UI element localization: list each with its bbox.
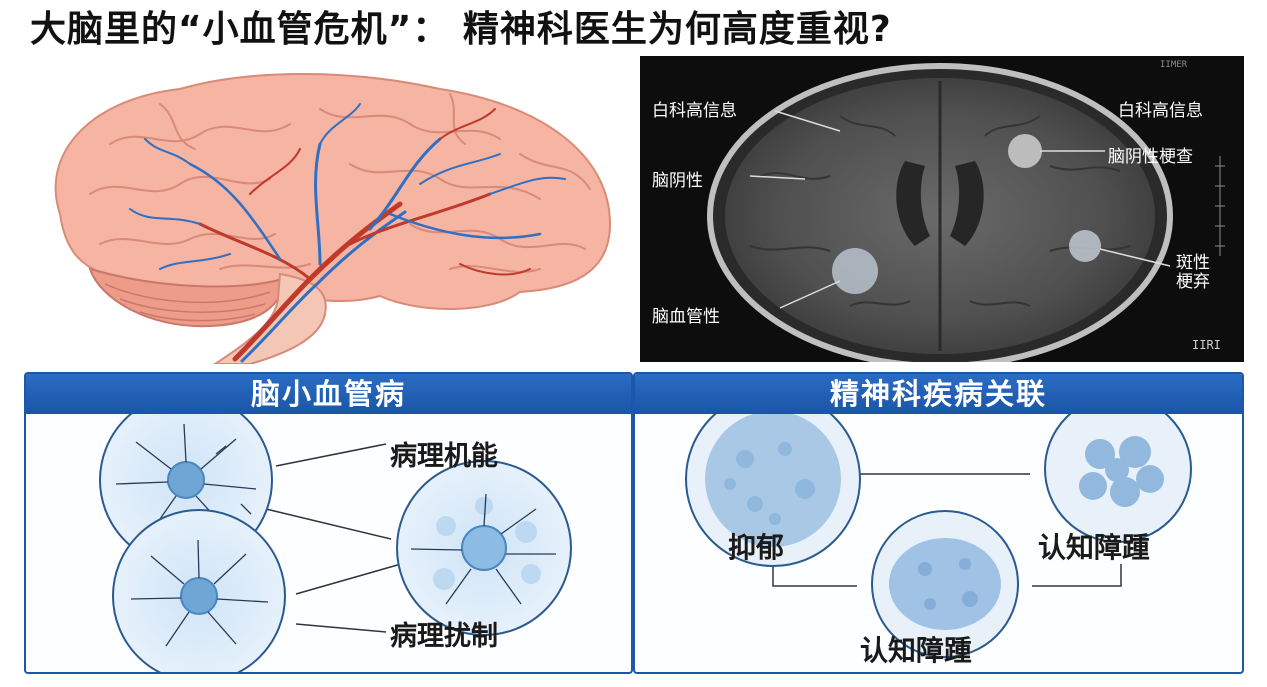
mri-corner-top-right: IIMER	[1160, 60, 1188, 70]
panel-header-right: 精神科疾病关联	[635, 374, 1242, 414]
label-pathology-disturbance: 病理扰制	[390, 621, 498, 652]
panel-header-left: 脑小血管病	[26, 374, 631, 414]
circle-depression	[685, 414, 861, 567]
brain-illustration	[20, 64, 620, 365]
mri-scan: 白科高信息 白科高信息 脑阴性 脑阴性梗查 斑性 梗弃 脑血管性 IIMER I…	[640, 56, 1244, 362]
page-title: 大脑里的“小血管危机”： 精神科医生为何高度重视?	[30, 9, 892, 50]
cell-diagram-bottom-left	[112, 509, 286, 672]
mri-label-bottom-left: 脑血管性	[652, 307, 720, 327]
label-cognitive-impairment-right: 认知障踵	[1038, 531, 1151, 564]
label-cognitive-impairment-bottom: 认知障踵	[860, 634, 973, 667]
circle-cognitive-bottom	[871, 510, 1019, 658]
mri-label-top-left: 白科高信息	[652, 101, 737, 121]
panel-psychiatric-association: 精神科疾病关联	[633, 372, 1244, 674]
mri-label-mid-right: 脑阴性梗查	[1108, 147, 1193, 167]
mri-label-right-lower: 斑性 梗弃	[1176, 253, 1210, 292]
label-pathology-function: 病理机能	[390, 441, 498, 472]
mri-label-mid-left: 脑阴性	[652, 171, 703, 191]
mri-label-top-right: 白科高信息	[1118, 101, 1203, 121]
panel-small-vessel-disease: 脑小血管病	[24, 372, 633, 674]
mri-corner-bottom-right: IIRI	[1192, 338, 1221, 352]
cell-diagram-right	[396, 460, 572, 636]
label-depression: 抑郁	[728, 531, 785, 564]
circle-cognitive-right	[1044, 414, 1192, 543]
